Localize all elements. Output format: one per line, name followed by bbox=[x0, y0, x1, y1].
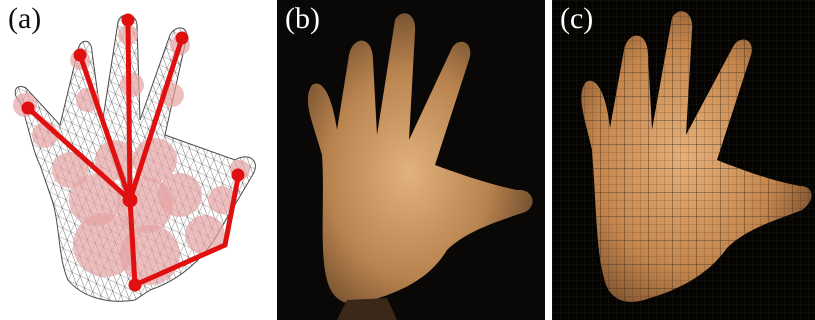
hand-photo-silhouette bbox=[308, 13, 533, 320]
panel-c-label: (c) bbox=[560, 2, 593, 36]
hand-photo-icon bbox=[277, 0, 545, 320]
panel-b-label: (b) bbox=[285, 2, 320, 36]
panel-b: (b) bbox=[277, 0, 545, 320]
hand-quadtree-icon bbox=[552, 0, 815, 320]
panel-c: (c) bbox=[552, 0, 815, 320]
hand-mesh-skeleton-icon bbox=[0, 0, 272, 320]
panel-a: (a) bbox=[0, 0, 272, 320]
panel-a-label: (a) bbox=[8, 2, 41, 36]
